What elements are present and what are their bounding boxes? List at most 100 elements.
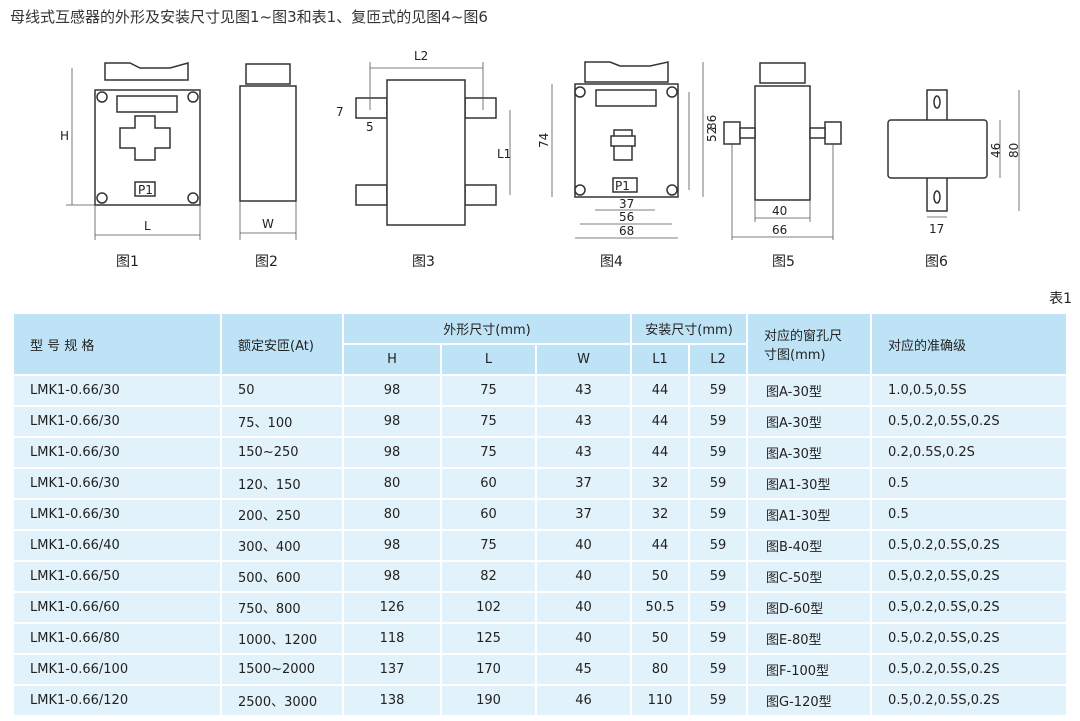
cell-accuracy: 0.2,0.5S,0.2S <box>870 436 1069 469</box>
figure-4: P1 74 52 86 37 56 68 图4 <box>537 61 719 270</box>
cell-l1: 50 <box>630 560 691 593</box>
p1-label: P1 <box>615 179 630 193</box>
cell-accuracy: 0.5 <box>870 498 1069 531</box>
cell-window: 图B-40型 <box>746 529 873 562</box>
figure-caption: 图5 <box>772 254 795 270</box>
dim-52: 52 <box>705 127 719 142</box>
cell-l2: 59 <box>688 467 749 500</box>
cell-l1: 110 <box>630 684 691 717</box>
cell-model: LMK1-0.66/30 <box>12 498 222 531</box>
cell-l: 60 <box>440 498 537 531</box>
cell-w: 37 <box>534 467 633 500</box>
cell-l: 170 <box>440 653 537 686</box>
cell-l: 75 <box>440 436 537 469</box>
cell-accuracy: 0.5,0.2,0.5S,0.2S <box>870 529 1069 562</box>
cell-model: LMK1-0.66/50 <box>12 560 222 593</box>
cell-model: LMK1-0.66/30 <box>12 467 222 500</box>
cell-l2: 59 <box>688 622 749 655</box>
cell-model: LMK1-0.66/40 <box>12 529 222 562</box>
cell-accuracy: 0.5,0.2,0.5S,0.2S <box>870 591 1069 624</box>
cell-l2: 59 <box>688 498 749 531</box>
header-install: 安装尺寸(mm) <box>630 312 749 345</box>
cell-accuracy: 0.5,0.2,0.5S,0.2S <box>870 405 1069 438</box>
cell-accuracy: 0.5 <box>870 467 1069 500</box>
cell-window: 图F-100型 <box>746 653 873 686</box>
dim-w: W <box>262 217 274 231</box>
cell-l: 60 <box>440 467 537 500</box>
cell-current: 120、150 <box>220 467 344 500</box>
dim-74: 74 <box>537 133 551 148</box>
cell-l: 190 <box>440 684 537 717</box>
figure-3: L2 L1 7 5 图3 <box>336 49 511 270</box>
figure-caption: 图2 <box>255 254 278 270</box>
dim-68: 68 <box>619 224 634 238</box>
cell-h: 118 <box>342 622 442 655</box>
cell-l1: 44 <box>630 436 691 469</box>
figure-1: P1 H L 图1 <box>60 62 201 270</box>
cell-h: 80 <box>342 467 442 500</box>
cell-l1: 44 <box>630 405 691 438</box>
cell-w: 43 <box>534 436 633 469</box>
cell-l2: 59 <box>688 591 749 624</box>
table-label: 表1 <box>1049 291 1072 307</box>
figure-6: 46 80 17 图6 <box>887 89 1021 270</box>
cell-l1: 44 <box>630 374 691 407</box>
dimension-drawings: P1 H L 图1 W 图2 L2 L1 7 5 图3 P1 <box>60 49 1021 270</box>
cell-l1: 32 <box>630 498 691 531</box>
cell-w: 40 <box>534 622 633 655</box>
cell-l1: 50.5 <box>630 591 691 624</box>
dim-l: L <box>144 219 151 233</box>
cell-l: 75 <box>440 529 537 562</box>
cell-w: 40 <box>534 591 633 624</box>
header-window: 对应的窗孔尺寸图(mm) <box>746 312 873 376</box>
cell-current: 1500~2000 <box>220 653 344 686</box>
cell-h: 137 <box>342 653 442 686</box>
cell-current: 75、100 <box>220 405 344 438</box>
cell-current: 150~250 <box>220 436 344 469</box>
dim-46: 46 <box>989 143 1003 158</box>
header-l1: L1 <box>630 343 691 376</box>
cell-w: 43 <box>534 374 633 407</box>
dim-5: 5 <box>366 120 374 134</box>
cell-model: LMK1-0.66/120 <box>12 684 222 717</box>
cell-l2: 59 <box>688 653 749 686</box>
figure-caption: 图3 <box>412 254 435 270</box>
cell-h: 126 <box>342 591 442 624</box>
cell-h: 80 <box>342 498 442 531</box>
cell-h: 98 <box>342 436 442 469</box>
cell-w: 37 <box>534 498 633 531</box>
cell-accuracy: 0.5,0.2,0.5S,0.2S <box>870 684 1069 717</box>
cell-l1: 44 <box>630 529 691 562</box>
cell-h: 138 <box>342 684 442 717</box>
cell-current: 300、400 <box>220 529 344 562</box>
page-title: 母线式互感器的外形及安装尺寸见图1~图3和表1、复匝式的见图4~图6 <box>10 8 488 26</box>
cell-window: 图G-120型 <box>746 684 873 717</box>
header-h: H <box>342 343 442 376</box>
header-outer: 外形尺寸(mm) <box>341 312 633 345</box>
figure-caption: 图1 <box>116 254 139 270</box>
cell-l: 125 <box>440 622 537 655</box>
cell-l2: 59 <box>688 436 749 469</box>
cell-h: 98 <box>342 560 442 593</box>
cell-window: 图A1-30型 <box>746 498 873 531</box>
cell-window: 图A-30型 <box>746 374 873 407</box>
cell-window: 图D-60型 <box>746 591 873 624</box>
dim-h: H <box>60 129 69 143</box>
cell-l2: 59 <box>688 529 749 562</box>
spec-table: 型 号 规 格 额定安匝(At) 外形尺寸(mm) 安装尺寸(mm) 对应的窗孔… <box>12 312 1069 717</box>
cell-l: 75 <box>440 374 537 407</box>
cell-l1: 50 <box>630 622 691 655</box>
header-accuracy: 对应的准确级 <box>870 312 1069 376</box>
dim-80: 80 <box>1007 143 1021 158</box>
cell-l: 102 <box>440 591 537 624</box>
dim-66: 66 <box>772 223 787 237</box>
figure-caption: 图4 <box>600 254 623 270</box>
cell-model: LMK1-0.66/30 <box>12 436 222 469</box>
cell-current: 750、800 <box>220 591 344 624</box>
dim-56: 56 <box>619 210 634 224</box>
cell-window: 图C-50型 <box>746 560 873 593</box>
